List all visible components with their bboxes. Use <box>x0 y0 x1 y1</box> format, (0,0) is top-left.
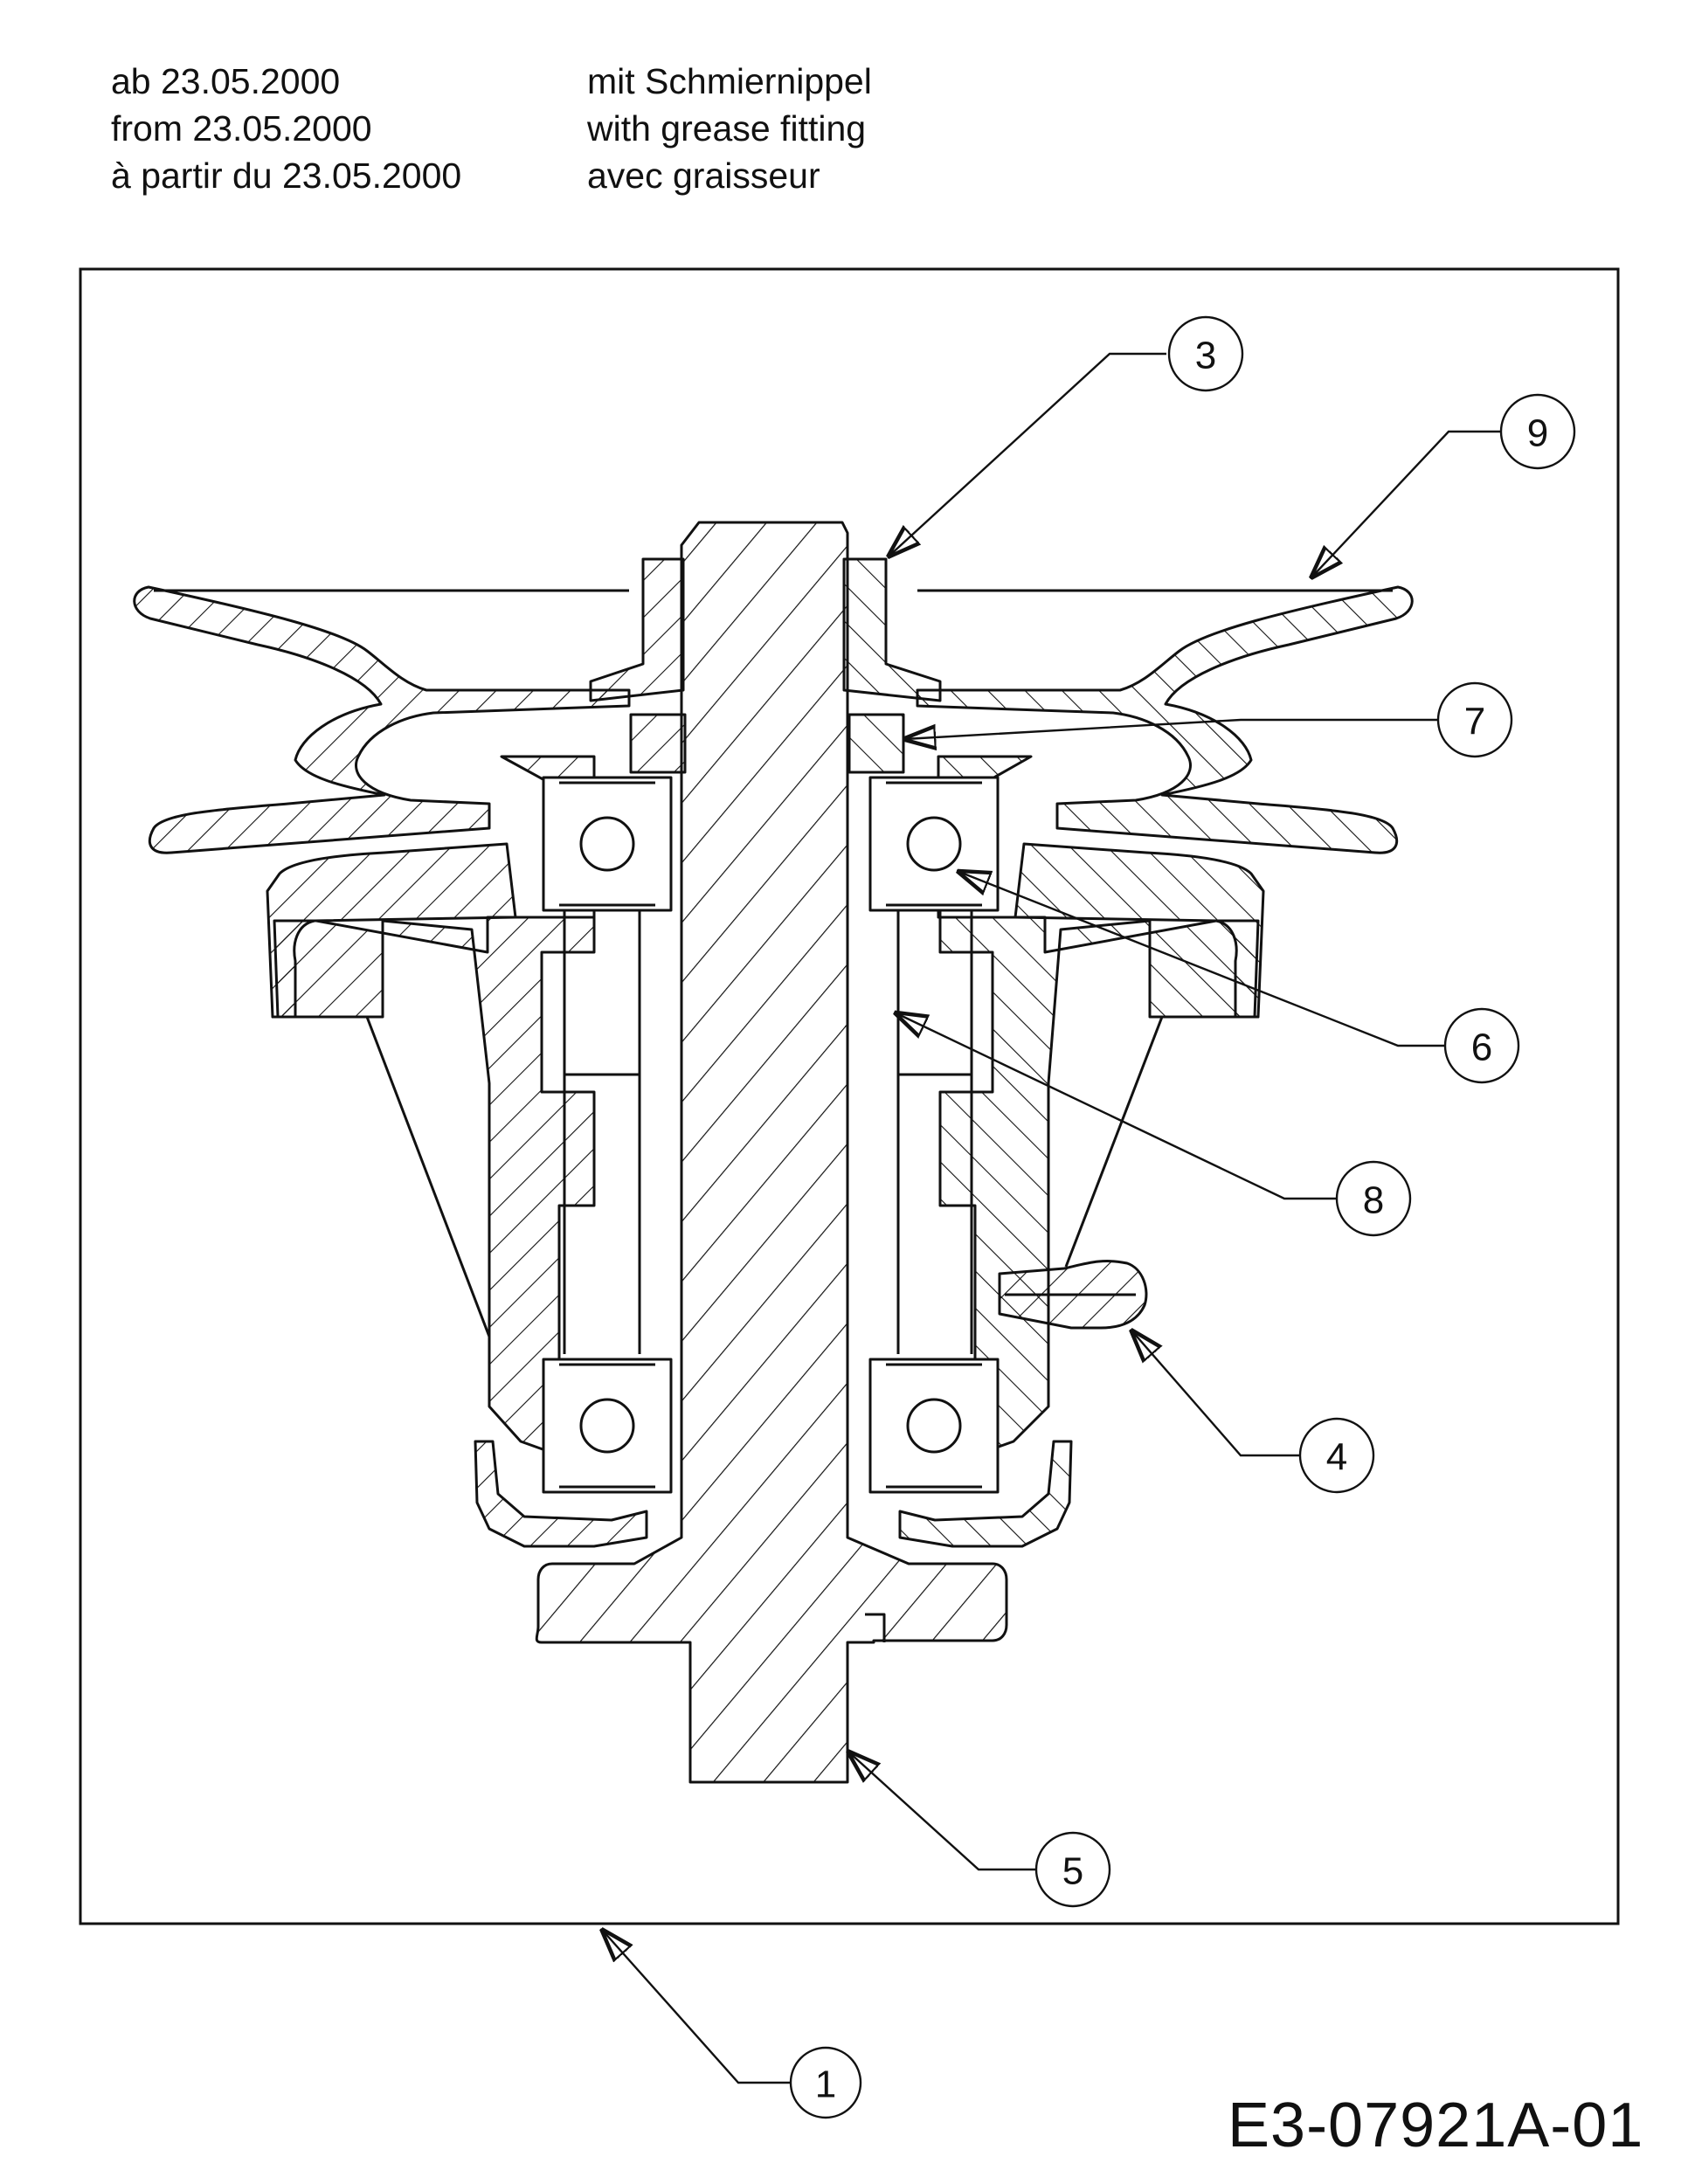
callout-label-5: 5 <box>1062 1850 1083 1893</box>
fitting-note-fr: avec graisseur <box>587 156 820 196</box>
date-note-en: from 23.05.2000 <box>111 108 372 149</box>
callout-bubble-9 <box>1499 393 1576 470</box>
bearing-ball-bottom-left <box>579 1398 635 1454</box>
spindle-shaft <box>535 521 1008 1784</box>
housing-right-flange <box>1013 842 1265 1019</box>
callout-label-3: 3 <box>1195 335 1216 377</box>
callout-bubble-8 <box>1335 1160 1412 1237</box>
spacer-ring-left <box>629 713 687 774</box>
spacer-ring-right <box>847 713 905 774</box>
shaft-keyway <box>865 1613 886 1642</box>
callout-bubble-6 <box>1443 1007 1520 1084</box>
callout-label-9: 9 <box>1527 412 1548 455</box>
callout-bubble-1 <box>789 2046 862 2119</box>
callout-label-6: 6 <box>1471 1026 1492 1069</box>
housing-skirt-left <box>365 1016 491 1337</box>
leader-3 <box>889 352 1166 556</box>
housing-left <box>273 755 596 1469</box>
pulley-right <box>916 585 1414 854</box>
date-note: ab 23.05.2000 from 23.05.2000 à partir d… <box>111 58 461 199</box>
bearing-races <box>559 781 982 1489</box>
leader-9 <box>1312 430 1500 577</box>
fitting-note-de: mit Schmiernippel <box>587 61 872 101</box>
housing-left-flange <box>266 842 517 1019</box>
callout-bubble-7 <box>1436 681 1513 758</box>
callout-bubble-5 <box>1034 1831 1111 1908</box>
callout-label-1: 1 <box>815 2063 836 2106</box>
leader-1 <box>603 1931 808 2084</box>
callout-label-8: 8 <box>1363 1179 1384 1222</box>
dust-cover-left <box>474 1440 648 1548</box>
hub-sleeve-left <box>589 557 685 702</box>
date-note-de: ab 23.05.2000 <box>111 61 341 101</box>
fitting-note: mit Schmiernippel with grease fitting av… <box>587 58 872 199</box>
date-note-fr: à partir du 23.05.2000 <box>111 156 462 196</box>
callout-bubble-4 <box>1298 1417 1375 1494</box>
fitting-note-en: with grease fitting <box>587 108 867 149</box>
assembly-frame <box>79 267 1620 1925</box>
hub-sleeve-right <box>842 557 942 702</box>
leader-5 <box>849 1752 1035 1871</box>
pulley-left <box>133 585 631 854</box>
callout-bubble-3 <box>1167 315 1244 392</box>
leader-4 <box>1132 1331 1302 1457</box>
bearing-spacer-right <box>896 910 973 1354</box>
leader-6 <box>959 872 1445 1047</box>
housing-skirt-right <box>1064 1016 1164 1268</box>
dust-cover-right <box>898 1440 1073 1548</box>
bearing-spacer-left <box>563 910 641 1354</box>
callout-label-4: 4 <box>1326 1436 1347 1479</box>
bearing-ball-top-left <box>579 816 635 872</box>
callout-label-7: 7 <box>1464 701 1485 743</box>
bearing-ball-bottom-right <box>906 1398 962 1454</box>
leader-8 <box>896 1013 1337 1200</box>
bearing-ball-top-right <box>906 816 962 872</box>
drawing-code: E3-07921A-01 <box>1228 2091 1644 2160</box>
leader-7 <box>905 718 1437 739</box>
